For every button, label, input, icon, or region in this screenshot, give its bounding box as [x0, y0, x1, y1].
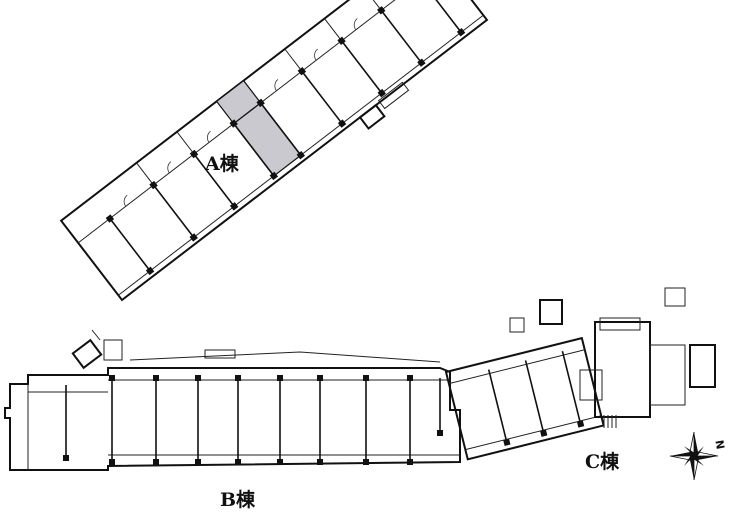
building-a-label: A棟 [204, 152, 240, 175]
connector-stair [71, 329, 123, 370]
building-b: B棟 [4, 367, 461, 511]
building-c: C棟 [444, 287, 716, 473]
building-a-stair-core [358, 103, 386, 130]
building-c-label: C棟 [585, 450, 620, 473]
building-a-columns [105, 6, 466, 276]
building-c-columns [503, 420, 585, 447]
a-b-link [129, 349, 441, 363]
building-c-stair [603, 415, 617, 428]
building-c-outline [444, 336, 605, 461]
compass-rose-icon: N [669, 431, 727, 481]
building-b-columns [63, 375, 443, 465]
building-b-unit-dividers [65, 378, 441, 462]
building-a-doors [123, 18, 358, 207]
highlighted-unit-balcony [215, 79, 262, 125]
building-a: A棟 [59, 0, 489, 302]
north-label: N [712, 439, 726, 450]
building-b-label: B棟 [220, 488, 256, 511]
building-c-unit-dividers [487, 351, 582, 444]
building-c-annex [594, 321, 651, 418]
building-a-unit-dividers [109, 0, 462, 272]
building-b-outline [4, 367, 461, 471]
